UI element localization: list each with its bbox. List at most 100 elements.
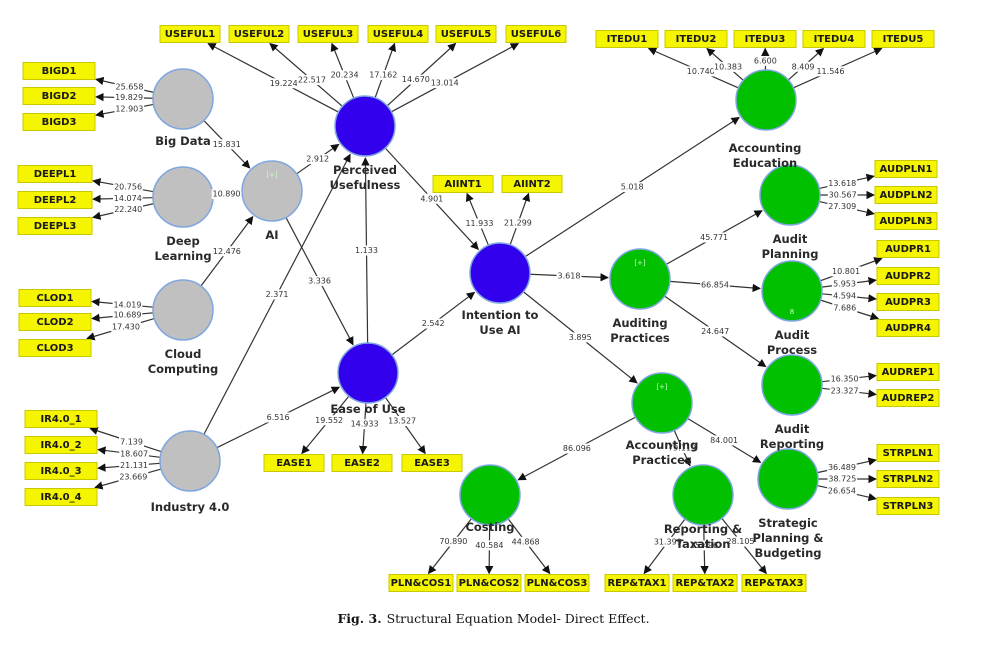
loading-value-ITEDU3: 6.600	[752, 55, 778, 66]
loading-value-EASE1-text: 19.552	[315, 416, 343, 425]
indicator-ir4-0-2[interactable]: IR4.0_2	[24, 436, 98, 454]
construct-costing[interactable]	[459, 464, 521, 526]
indicator-itedu2[interactable]: ITEDU2	[664, 30, 728, 48]
construct-pu[interactable]	[334, 95, 396, 157]
loading-value-REP&TAX1-text: 31.399	[654, 537, 682, 546]
indicator-useful5[interactable]: USEFUL5	[435, 25, 497, 43]
indicator-audpln3[interactable]: AUDPLN3	[874, 212, 938, 230]
construct-circle	[334, 95, 396, 157]
path-coefficient-industry-eou: 6.516	[265, 412, 291, 423]
loading-USEFUL6	[391, 42, 520, 113]
indicator-rep-tax1[interactable]: REP&TAX1	[604, 574, 670, 592]
construct-cloud[interactable]	[152, 279, 214, 341]
indicator-rep-tax2[interactable]: REP&TAX2	[672, 574, 738, 592]
loading-value-PLN&COS1-text: 70.890	[439, 537, 467, 546]
indicator-ir4-0-3[interactable]: IR4.0_3	[24, 462, 98, 480]
construct-ai[interactable]: [+]	[241, 160, 303, 222]
construct-bigdata[interactable]	[152, 68, 214, 130]
path-coefficient-eou-pu: 1.133	[354, 245, 380, 256]
indicator-pln-cos2[interactable]: PLN&COS2	[456, 574, 522, 592]
indicator-clod1[interactable]: CLOD1	[18, 289, 92, 307]
indicator-audpln2[interactable]: AUDPLN2	[874, 186, 938, 204]
loading-value-BIGD3-text: 12.903	[115, 104, 143, 113]
indicator-itedu1[interactable]: ITEDU1	[595, 30, 659, 48]
construct-reptax[interactable]	[672, 464, 734, 526]
loading-value-USEFUL3: 20.234	[329, 70, 360, 81]
indicator-ease3[interactable]: EASE3	[401, 454, 463, 472]
path-coefficient-audpr-audproc: 66.854	[700, 279, 730, 290]
construct-acced[interactable]	[735, 69, 797, 131]
construct-circle	[759, 164, 821, 226]
indicator-aiint1[interactable]: AIINT1	[432, 175, 494, 193]
construct-audrep[interactable]	[761, 354, 823, 416]
indicator-deepl3[interactable]: DEEPL3	[17, 217, 93, 235]
indicator-useful4[interactable]: USEFUL4	[367, 25, 429, 43]
sem-diagram: [+] [+] 8 [+] BIGD1BIGD2BIGD3DEEPL1DEEPL2DE…	[17, 25, 940, 592]
indicator-aiint2[interactable]: AIINT2	[501, 175, 563, 193]
construct-audpln[interactable]	[759, 164, 821, 226]
indicator-label: AUDPLN1	[880, 164, 933, 175]
path-coefficient-audpr-audpln: 45.771	[699, 232, 729, 243]
construct-accpr[interactable]: [+]	[631, 372, 693, 434]
loading-value-AUDREP1: 16.350	[829, 374, 860, 385]
construct-audpr[interactable]: [+]	[609, 248, 671, 310]
path-coefficient-intent-accpr: 3.895	[567, 332, 593, 343]
indicator-label: PLN&COS1	[391, 578, 452, 589]
construct-label: Industry 4.0	[151, 500, 230, 514]
indicator-audrep1[interactable]: AUDREP1	[876, 363, 940, 381]
indicator-ir4-0-4[interactable]: IR4.0_4	[24, 488, 98, 506]
construct-label: Accounting	[626, 438, 699, 452]
path-coefficient-ai-pu-text: 2.912	[306, 155, 329, 164]
indicator-bigd3[interactable]: BIGD3	[22, 113, 96, 131]
indicator-audpr2[interactable]: AUDPR2	[876, 267, 940, 285]
indicator-deepl1[interactable]: DEEPL1	[17, 165, 93, 183]
construct-audproc[interactable]: 8	[761, 260, 823, 322]
indicator-useful2[interactable]: USEFUL2	[228, 25, 290, 43]
indicator-itedu5[interactable]: ITEDU5	[871, 30, 935, 48]
indicator-clod3[interactable]: CLOD3	[18, 339, 92, 357]
indicator-ease1[interactable]: EASE1	[263, 454, 325, 472]
loading-value-USEFUL4: 17.162	[368, 69, 399, 80]
loading-value-ITEDU2-text: 10.383	[714, 62, 742, 71]
construct-intent[interactable]	[469, 242, 531, 304]
path-coefficient-accpr-reptax: 79.119	[667, 443, 697, 454]
loading-value-AUDPLN3: 27.309	[827, 201, 858, 212]
indicator-useful1[interactable]: USEFUL1	[159, 25, 221, 43]
loading-value-USEFUL1: 19.224	[268, 78, 299, 89]
indicator-pln-cos3[interactable]: PLN&COS3	[524, 574, 590, 592]
indicator-ir4-0-1[interactable]: IR4.0_1	[24, 410, 98, 428]
construct-label: Audit	[773, 232, 808, 246]
loading-value-PLN&COS3: 44.868	[510, 536, 541, 547]
indicator-deepl2[interactable]: DEEPL2	[17, 191, 93, 209]
indicator-itedu3[interactable]: ITEDU3	[733, 30, 797, 48]
indicator-bigd1[interactable]: BIGD1	[22, 62, 96, 80]
construct-strpln[interactable]	[757, 448, 819, 510]
indicator-audpr3[interactable]: AUDPR3	[876, 293, 940, 311]
construct-industry[interactable]	[159, 430, 221, 492]
construct-marker: [+]	[634, 259, 646, 267]
loading-value-AUDPLN2-text: 30.567	[829, 191, 857, 200]
indicator-ease2[interactable]: EASE2	[331, 454, 393, 472]
indicator-strpln1[interactable]: STRPLN1	[876, 444, 940, 462]
loading-value-AUDPLN1-text: 13.618	[828, 179, 856, 188]
indicator-audpr1[interactable]: AUDPR1	[876, 240, 940, 258]
indicator-pln-cos1[interactable]: PLN&COS1	[388, 574, 454, 592]
loading-value-AUDPR1-text: 10.801	[832, 267, 860, 276]
indicator-bigd2[interactable]: BIGD2	[22, 87, 96, 105]
indicator-audpln1[interactable]: AUDPLN1	[874, 160, 938, 178]
indicator-strpln2[interactable]: STRPLN2	[876, 470, 940, 488]
indicator-strpln3[interactable]: STRPLN3	[876, 497, 940, 515]
indicator-rep-tax3[interactable]: REP&TAX3	[741, 574, 807, 592]
construct-deeplearning[interactable]	[152, 166, 214, 228]
indicator-clod2[interactable]: CLOD2	[18, 313, 92, 331]
indicator-audrep2[interactable]: AUDREP2	[876, 389, 940, 407]
loading-value-BIGD2: 19.829	[114, 92, 144, 103]
indicator-audpr4[interactable]: AUDPR4	[876, 319, 940, 337]
indicator-useful6[interactable]: USEFUL6	[505, 25, 567, 43]
construct-eou[interactable]	[337, 342, 399, 404]
construct-circle	[152, 68, 214, 130]
indicator-itedu4[interactable]: ITEDU4	[802, 30, 866, 48]
construct-label: Strategic	[758, 516, 818, 530]
indicator-useful3[interactable]: USEFUL3	[297, 25, 359, 43]
indicator-label: USEFUL2	[234, 29, 284, 40]
